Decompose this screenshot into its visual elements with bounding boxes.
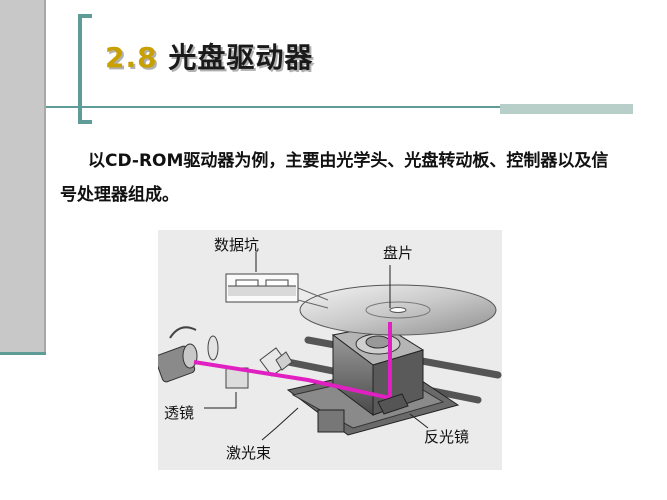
- header-rule-band: [500, 104, 633, 114]
- laser-diode: [158, 326, 198, 383]
- laser-path: [193, 322, 392, 401]
- cd-rom-diagram-drawing: [158, 252, 502, 441]
- lens-assembly: [207, 335, 293, 389]
- left-decor-bar: [0, 0, 44, 355]
- left-decor-bar-edge: [44, 0, 46, 355]
- pit-detail: [225, 273, 329, 309]
- body-paragraph: 以CD-ROM驱动器为例，主要由光学头、光盘转动板、控制器以及信号处理器组成。: [60, 144, 620, 212]
- label-data-pits: 数据坑: [214, 236, 260, 254]
- slide-title: 2.8 光盘驱动器: [105, 36, 313, 74]
- header-rule: [46, 106, 631, 108]
- disc: [299, 284, 497, 336]
- cd-rom-diagram: 数据坑 盘片 透镜 激光束 反光镜: [158, 230, 502, 470]
- title-bracket: [78, 14, 92, 124]
- label-mirror: 反光镜: [424, 428, 470, 446]
- left-bar-bottom-rule: [0, 352, 46, 355]
- label-callout-lines: [204, 252, 429, 441]
- title-number: 2.8: [105, 41, 158, 74]
- title-text: 光盘驱动器: [168, 41, 314, 74]
- paragraph-text: 以CD-ROM驱动器为例，主要由光学头、光盘转动板、控制器以及信号处理器组成。: [60, 151, 609, 205]
- label-lens: 透镜: [164, 404, 195, 422]
- mirror: [377, 393, 409, 415]
- label-laser-beam: 激光束: [226, 444, 272, 462]
- label-disc: 盘片: [383, 244, 414, 262]
